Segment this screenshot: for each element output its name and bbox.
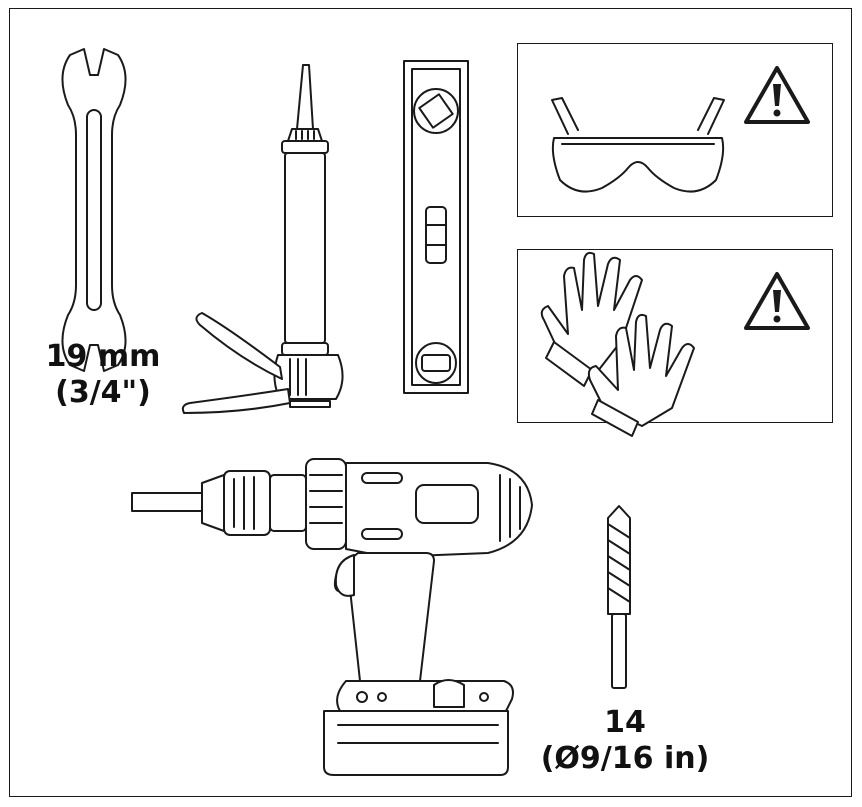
work-gloves-icon [538, 240, 728, 437]
wrench-size-label: 19 mm (3/4") [28, 339, 178, 411]
warning-triangle-icon [742, 64, 812, 130]
drill-bit-size: 14 [604, 705, 646, 740]
caulking-gun-icon [170, 59, 370, 419]
drill-bit-size-label: 14 (Ø9/16 in) [535, 705, 715, 777]
safety-glasses-panel [517, 43, 833, 217]
tools-frame: 19 mm (3/4") [9, 8, 852, 797]
open-end-wrench-icon [60, 45, 150, 375]
drill-bit-size-in: (Ø9/16 in) [540, 741, 710, 776]
cordless-drill-icon [128, 449, 548, 789]
work-gloves-panel [517, 249, 833, 437]
spirit-level-icon [402, 59, 472, 395]
wrench-size-in: (3/4") [55, 375, 151, 410]
safety-glasses-icon [548, 94, 728, 194]
wrench-size-mm: 19 mm [45, 339, 161, 374]
warning-triangle-icon-2 [742, 270, 812, 336]
drill-bit-icon [604, 504, 634, 694]
